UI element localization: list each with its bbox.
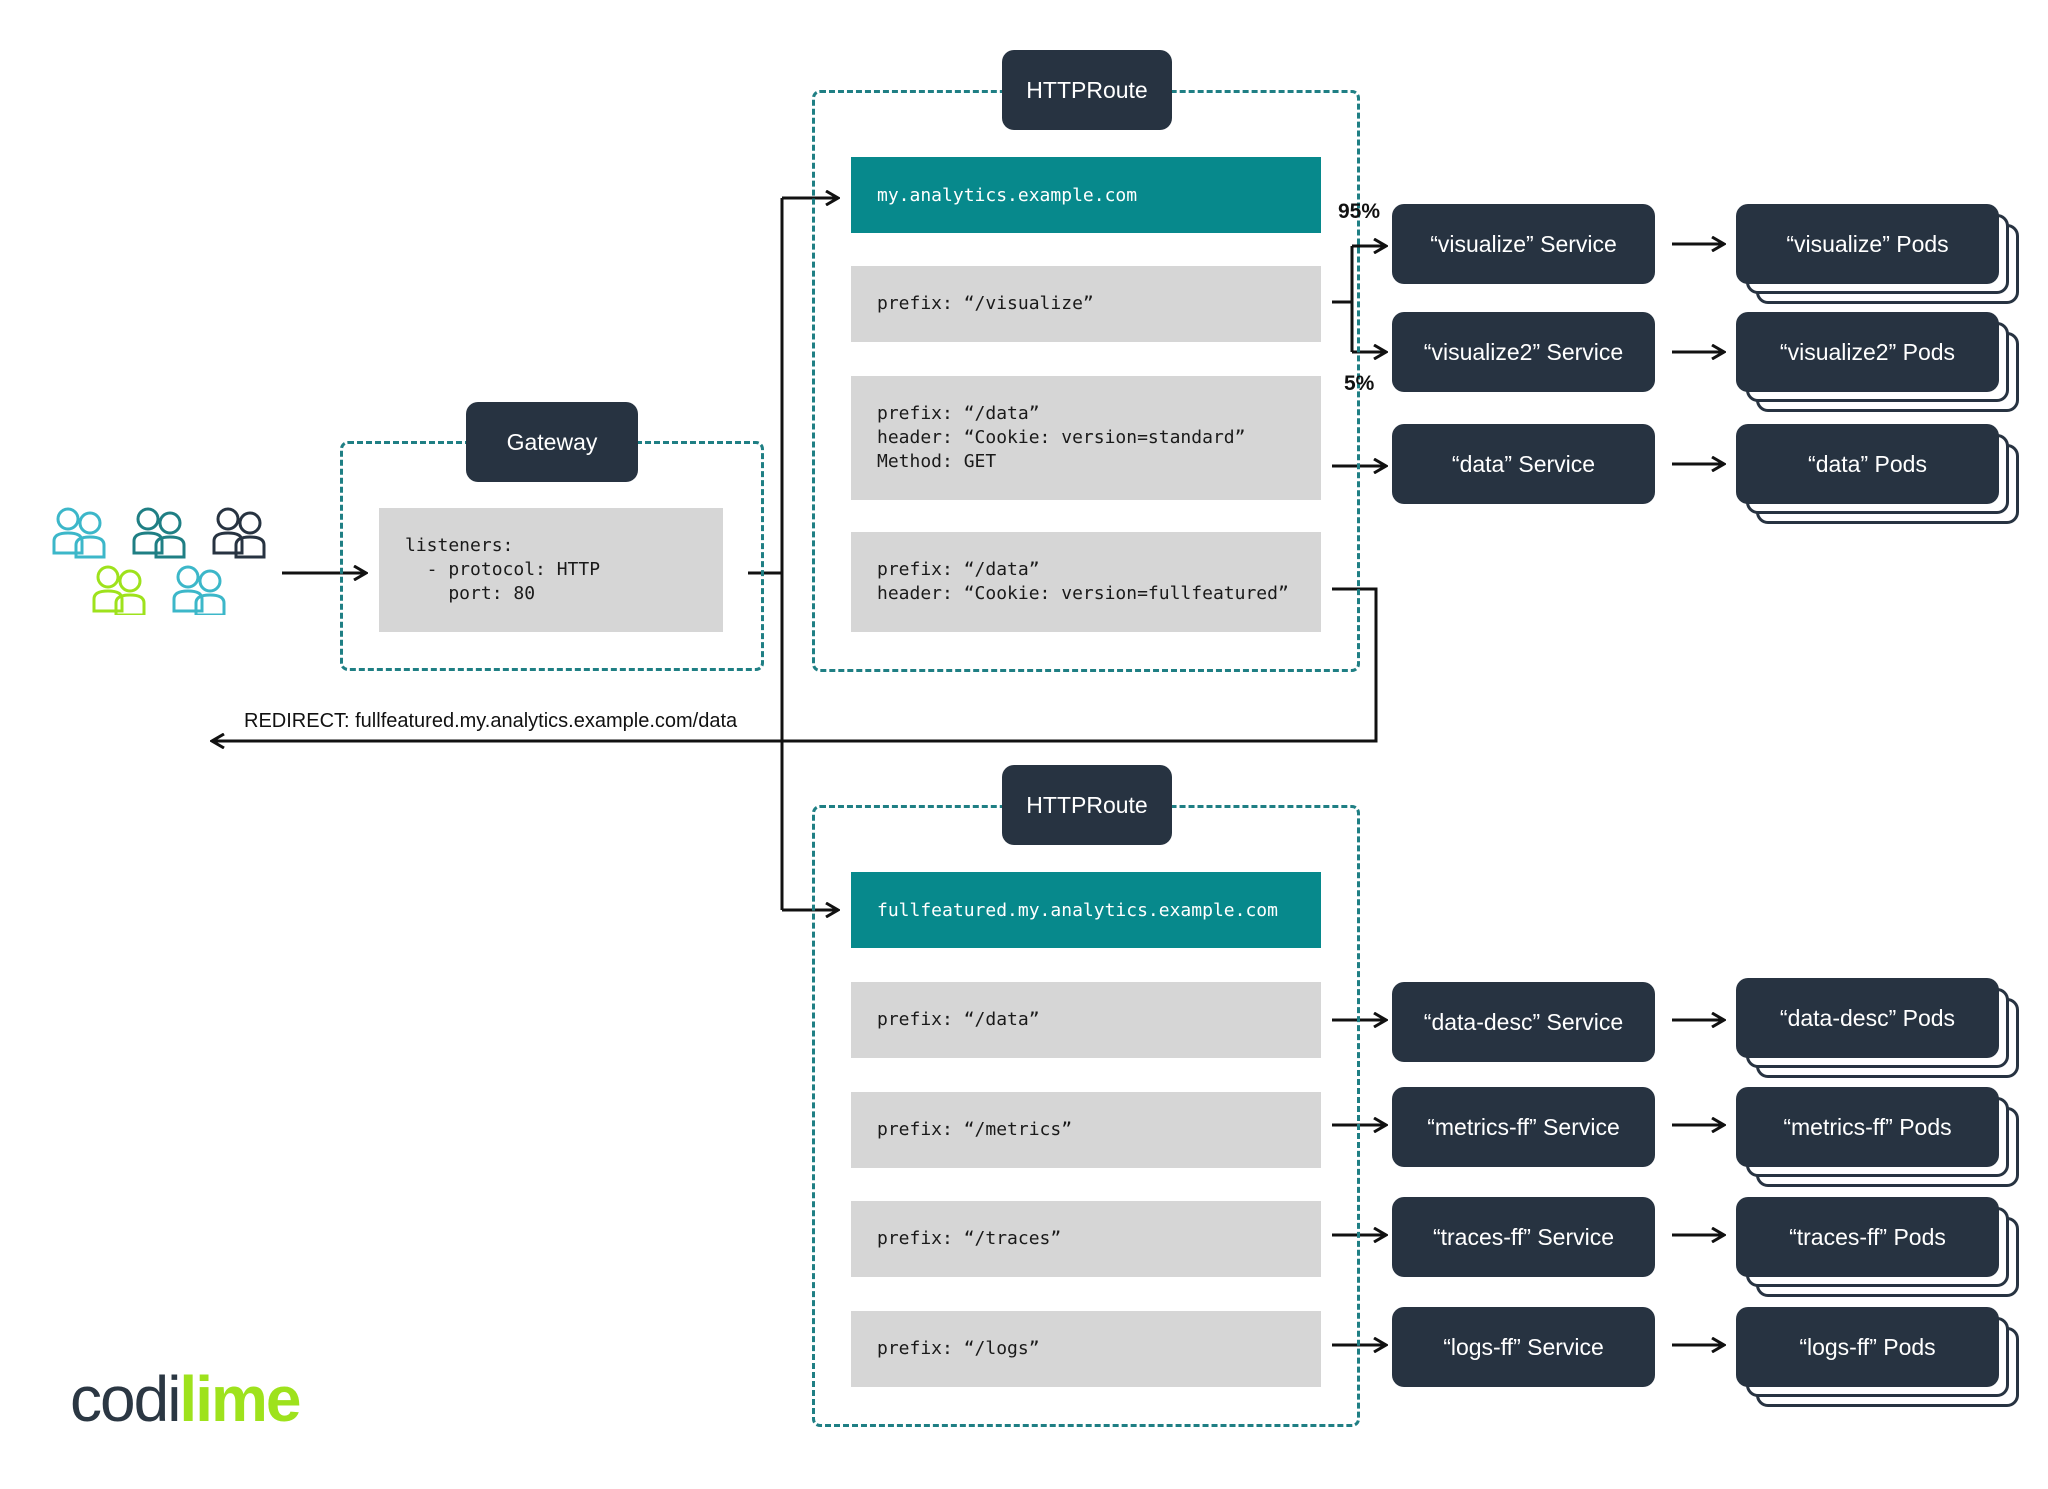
route2-rule-metrics: prefix: “/metrics” xyxy=(851,1092,1321,1168)
route1-rule-data-standard: prefix: “/data” header: “Cookie: version… xyxy=(851,376,1321,500)
route2-hostname: fullfeatured.my.analytics.example.com xyxy=(851,872,1321,948)
logo-part-lime: lime xyxy=(179,1363,301,1435)
pods-visualize2: “visualize2” Pods xyxy=(1736,312,2019,412)
arrow-redirect xyxy=(212,587,1378,741)
pods-data: “data” Pods xyxy=(1736,424,2019,524)
users-icon xyxy=(52,507,106,559)
service-data: “data” Service xyxy=(1392,424,1655,504)
gateway-title: Gateway xyxy=(466,402,638,482)
route1-title: HTTPRoute xyxy=(1002,50,1172,130)
route1-rule-visualize: prefix: “/visualize” xyxy=(851,266,1321,342)
route2-rule-logs: prefix: “/logs” xyxy=(851,1311,1321,1387)
service-visualize2: “visualize2” Service xyxy=(1392,312,1655,392)
gateway-listeners: listeners: - protocol: HTTP port: 80 xyxy=(379,508,723,632)
pods-traces-ff: “traces-ff” Pods xyxy=(1736,1197,2019,1297)
service-metrics-ff: “metrics-ff” Service xyxy=(1392,1087,1655,1167)
codilime-logo: codilime xyxy=(70,1362,301,1436)
users-icon xyxy=(92,565,146,615)
users-icon xyxy=(132,507,186,559)
route2-title: HTTPRoute xyxy=(1002,765,1172,845)
pods-metrics-ff: “metrics-ff” Pods xyxy=(1736,1087,2019,1187)
split-percent-bottom: 5% xyxy=(1344,372,1375,395)
service-traces-ff: “traces-ff” Service xyxy=(1392,1197,1655,1277)
pods-data-desc: “data-desc” Pods xyxy=(1736,978,2019,1078)
pods-visualize: “visualize” Pods xyxy=(1736,204,2019,304)
route2-rule-data: prefix: “/data” xyxy=(851,982,1321,1058)
route1-hostname: my.analytics.example.com xyxy=(851,157,1321,233)
redirect-label: REDIRECT: fullfeatured.my.analytics.exam… xyxy=(244,710,738,732)
pods-logs-ff: “logs-ff” Pods xyxy=(1736,1307,2019,1407)
users-icon xyxy=(212,507,266,559)
service-logs-ff: “logs-ff” Service xyxy=(1392,1307,1655,1387)
route1-rule-data-fullfeatured: prefix: “/data” header: “Cookie: version… xyxy=(851,532,1321,632)
users-icon xyxy=(172,565,226,615)
users-icon xyxy=(52,507,266,615)
route2-rule-traces: prefix: “/traces” xyxy=(851,1201,1321,1277)
service-visualize: “visualize” Service xyxy=(1392,204,1655,284)
service-data-desc: “data-desc” Service xyxy=(1392,982,1655,1062)
logo-part-codi: codi xyxy=(70,1363,181,1435)
split-percent-top: 95% xyxy=(1338,200,1381,223)
